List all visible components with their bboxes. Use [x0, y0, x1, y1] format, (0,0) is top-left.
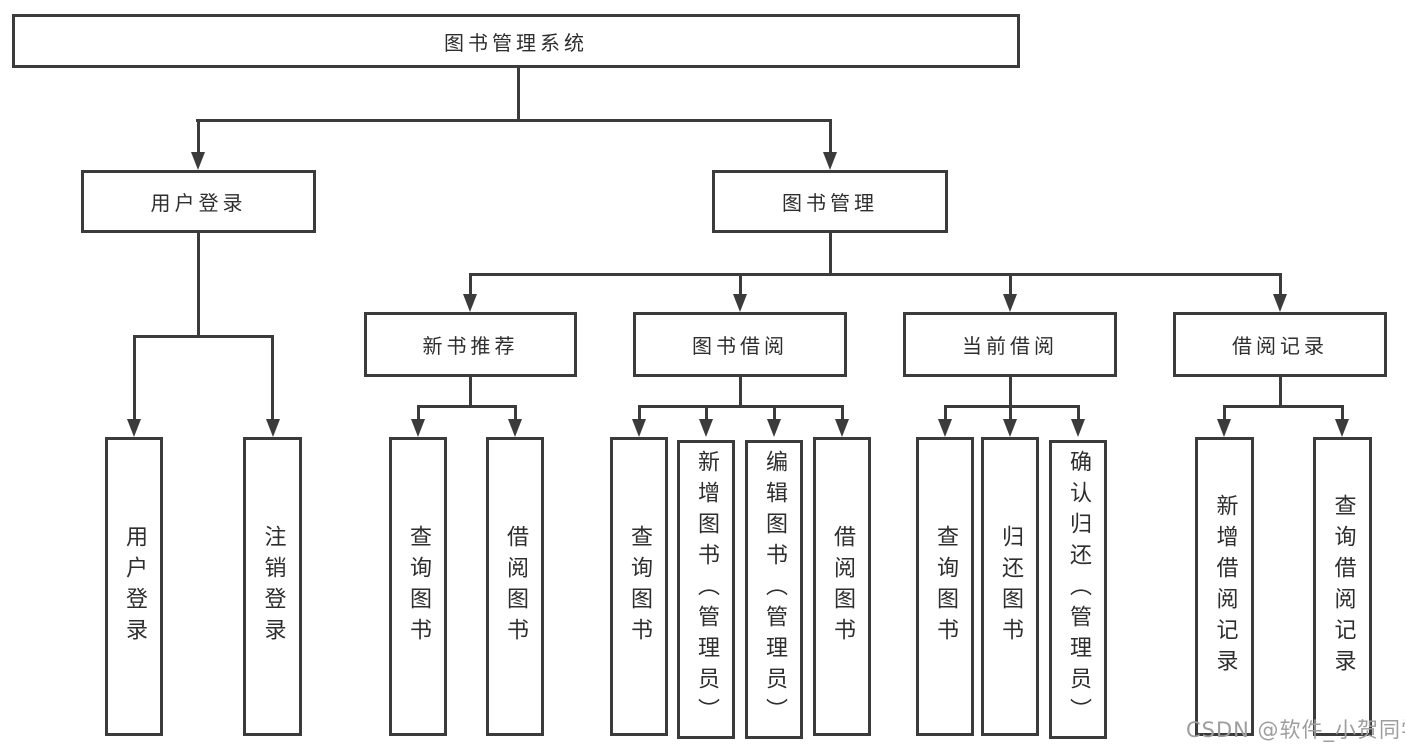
leaf-query-books-current: 查询图书 — [916, 437, 974, 736]
leaf-borrow-books: 借阅图书 — [813, 437, 871, 736]
node-book-borrowing: 图书借阅 — [633, 312, 847, 377]
node-label: 当前借阅 — [962, 334, 1058, 358]
leaf-edit-books-admin: 编辑图书（管理员） — [745, 440, 803, 739]
node-user-login: 用户登录 — [81, 170, 316, 233]
connector-rail — [944, 405, 1080, 408]
leaf-label: 确认归还（管理员） — [1066, 450, 1091, 729]
arrowhead-icon — [411, 419, 425, 437]
node-label: 新书推荐 — [422, 334, 519, 358]
connector-rail — [417, 405, 517, 408]
leaf-label: 新增图书（管理员） — [694, 450, 719, 729]
connector-stem — [197, 119, 200, 154]
arrowhead-icon — [1217, 419, 1231, 437]
leaf-query-books-borrowing: 查询图书 — [610, 437, 668, 736]
node-borrowing-records: 借阅记录 — [1173, 312, 1387, 377]
leaf-label: 归还图书 — [998, 524, 1023, 649]
node-library-management-system: 图书管理系统 — [12, 14, 1020, 68]
leaf-add-borrow-record: 新增借阅记录 — [1195, 437, 1254, 736]
connector-stem — [1009, 273, 1012, 296]
watermark: CSDN @软件_小贺同学 — [1186, 718, 1405, 742]
arrowhead-icon — [632, 419, 646, 437]
leaf-label: 用户登录 — [122, 524, 147, 649]
arrowhead-icon — [823, 152, 837, 170]
leaf-label: 编辑图书（管理员） — [762, 450, 787, 729]
arrowhead-icon — [938, 419, 952, 437]
node-label: 用户登录 — [150, 191, 247, 215]
connector-root-rail — [196, 119, 832, 122]
connector-stem — [1077, 405, 1080, 421]
arrowhead-icon — [508, 419, 522, 437]
leaf-label: 查询图书 — [406, 524, 431, 649]
arrowhead-icon — [733, 294, 747, 312]
arrowhead-icon — [127, 419, 141, 437]
node-book-management: 图书管理 — [712, 170, 948, 233]
connector-stem — [469, 377, 472, 407]
connector-stem — [514, 405, 517, 421]
arrowhead-icon — [191, 152, 205, 170]
leaf-return-books: 归还图书 — [981, 437, 1039, 736]
arrowhead-icon — [266, 419, 280, 437]
connector-stem — [469, 273, 472, 296]
leaf-user-login: 用户登录 — [105, 437, 163, 736]
leaf-label: 新增借阅记录 — [1212, 493, 1238, 680]
connector-stem — [705, 405, 708, 421]
arrowhead-icon — [1273, 294, 1287, 312]
connector-stem — [1009, 405, 1012, 421]
node-label: 借阅记录 — [1232, 334, 1328, 358]
leaf-label: 查询图书 — [627, 524, 652, 649]
connector-stem — [1223, 405, 1226, 421]
leaf-logout: 注销登录 — [243, 437, 302, 736]
arrowhead-icon — [1003, 419, 1017, 437]
connector-stem — [133, 335, 136, 421]
leaf-confirm-return-admin: 确认归还（管理员） — [1049, 440, 1107, 739]
connector-stem — [1279, 273, 1282, 296]
connector-rail — [638, 405, 843, 408]
leaf-label: 借阅图书 — [503, 524, 528, 649]
connector-stem — [739, 377, 742, 407]
leaf-label: 查询借阅记录 — [1330, 493, 1356, 680]
leaf-borrow-books-recommend: 借阅图书 — [486, 437, 544, 736]
leaf-label: 查询图书 — [933, 524, 958, 649]
node-label: 图书借阅 — [692, 334, 788, 358]
connector-stem — [841, 405, 844, 421]
connector-stem — [271, 335, 274, 421]
connector-stem — [1009, 377, 1012, 407]
connector-rail — [469, 273, 1281, 276]
leaf-query-books-recommend: 查询图书 — [389, 437, 447, 736]
connector-stem — [944, 405, 947, 421]
connector-stem — [829, 233, 832, 275]
connector-stem — [829, 119, 832, 154]
node-new-book-recommend: 新书推荐 — [364, 312, 577, 377]
arrowhead-icon — [463, 294, 477, 312]
connector-rail — [133, 335, 273, 338]
leaf-label: 注销登录 — [260, 524, 286, 649]
connector-stem — [773, 405, 776, 421]
connector-stem — [638, 405, 641, 421]
arrowhead-icon — [699, 419, 713, 437]
node-label: 图书管理系统 — [444, 30, 588, 55]
arrowhead-icon — [835, 419, 849, 437]
connector-stem — [197, 233, 200, 338]
connector-stem — [1341, 405, 1344, 421]
arrowhead-icon — [1335, 419, 1349, 437]
leaf-label: 借阅图书 — [830, 524, 855, 649]
arrowhead-icon — [767, 419, 781, 437]
arrowhead-icon — [1003, 294, 1017, 312]
connector-root-stem — [517, 67, 520, 119]
connector-stem — [417, 405, 420, 421]
leaf-add-books-admin: 新增图书（管理员） — [677, 440, 735, 739]
connector-rail — [1223, 405, 1344, 408]
node-label: 图书管理 — [782, 191, 878, 215]
connector-stem — [739, 273, 742, 296]
arrowhead-icon — [1071, 419, 1085, 437]
connector-stem — [1279, 377, 1282, 407]
leaf-query-borrow-record: 查询借阅记录 — [1313, 437, 1372, 736]
node-current-borrowing: 当前借阅 — [903, 312, 1117, 377]
